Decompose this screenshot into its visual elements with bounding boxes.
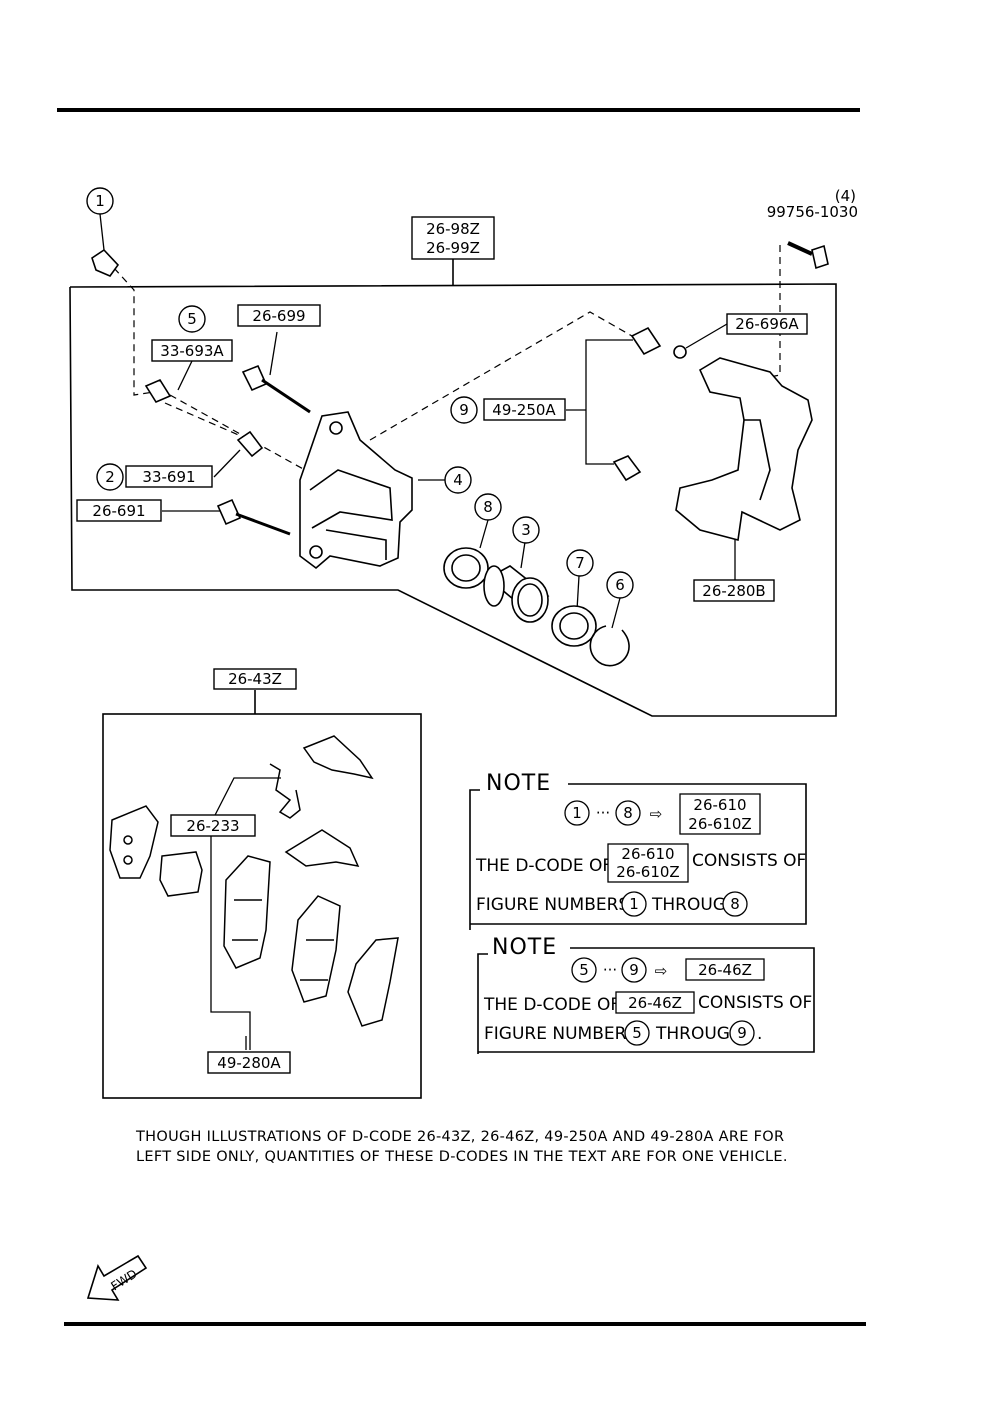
pad-kit-outline — [102, 713, 422, 1099]
note-box-2: NOTE 5 ··· 9 ⇨ 26-46Z THE D-CODE OF 26-4… — [477, 935, 815, 1054]
pad-clip-top — [302, 735, 374, 780]
note2-from: 5 — [579, 961, 589, 979]
bracket-boot-lower — [612, 455, 642, 482]
note2-line2-mid: THROUGH — [655, 1024, 743, 1044]
label-26-233: 26-233 — [186, 817, 239, 835]
label-26-280B: 26-280B — [702, 582, 765, 600]
note1-code-2: 26-610Z — [688, 815, 751, 833]
label-49-250A: 49-250A — [492, 401, 556, 419]
note1-inline-code-2: 26-610Z — [616, 863, 679, 881]
note1-code-1: 26-610 — [693, 796, 746, 814]
dashed-bolt-line — [764, 245, 781, 379]
bleeder-cap — [91, 248, 120, 277]
note1-dots: ··· — [596, 804, 610, 822]
figure-number-7: 7 — [575, 554, 585, 572]
figure-number-2: 2 — [105, 468, 115, 486]
pad-clip-middle — [284, 829, 360, 867]
label-33-693A: 33-693A — [160, 342, 224, 360]
note1-line2-to: 8 — [730, 895, 740, 913]
bracket-boot-upper — [630, 326, 662, 356]
note2-title: NOTE — [492, 935, 557, 960]
assembly-code-1: 26-98Z — [426, 220, 480, 238]
note2-dots: ··· — [603, 961, 617, 979]
note2-line2-end: . — [757, 1024, 762, 1044]
note2-line1-pre: THE D-CODE OF — [483, 995, 620, 1015]
pad-shim-outer — [347, 937, 399, 1027]
note2-inline-code: 26-46Z — [628, 994, 682, 1012]
bolt-quantity: (4) — [835, 187, 856, 205]
caliper-body — [299, 411, 413, 570]
label-26-43Z: 26-43Z — [228, 670, 282, 688]
caliper-assembly-outline — [69, 283, 837, 717]
guide-pin-lower — [216, 498, 242, 526]
note2-code: 26-46Z — [698, 961, 752, 979]
note2-to: 9 — [629, 961, 639, 979]
note1-line1-pre: THE D-CODE OF — [475, 856, 612, 876]
dashed-bleeder-line — [113, 267, 155, 396]
note1-line1-post: CONSISTS OF — [692, 851, 806, 871]
pad-backing-small — [159, 851, 203, 897]
figure-number-8: 8 — [483, 498, 493, 516]
brake-pad-inner — [223, 855, 271, 969]
pad-spring — [269, 763, 301, 819]
label-33-691: 33-691 — [142, 468, 195, 486]
note2-line1-post: CONSISTS OF — [698, 993, 812, 1013]
brake-pad-outer — [291, 895, 341, 1003]
note2-line2-from: 5 — [632, 1024, 642, 1042]
note-box-1: NOTE 1 ··· 8 ⇨ 26-610 26-610Z THE D-CODE… — [469, 771, 807, 930]
bleeder-screw — [144, 378, 172, 404]
figure-number-6: 6 — [615, 576, 625, 594]
note1-from: 1 — [572, 804, 582, 822]
label-49-280A: 49-280A — [217, 1054, 281, 1072]
bushing — [673, 345, 687, 359]
footnote-line-1: THOUGH ILLUSTRATIONS OF D-CODE 26-43Z, 2… — [135, 1129, 784, 1145]
note1-line2-from: 1 — [629, 895, 639, 913]
note1-line2-mid: THROUGH — [651, 895, 739, 915]
caliper-bracket — [675, 357, 813, 542]
note1-arrow: ⇨ — [650, 805, 663, 823]
note2-line2-pre: FIGURE NUMBERS — [484, 1024, 637, 1044]
note1-inline-code-1: 26-610 — [621, 845, 674, 863]
figure-number-9: 9 — [459, 401, 469, 419]
retaining-ring — [589, 625, 630, 667]
pin-boot — [236, 430, 264, 458]
note1-to: 8 — [623, 804, 633, 822]
bolt-code: 99756-1030 — [767, 203, 858, 221]
figure-number-4: 4 — [453, 471, 463, 489]
forward-arrow-icon: FWD — [86, 1254, 148, 1301]
footnote-line-2: LEFT SIDE ONLY, QUANTITIES OF THESE D-CO… — [136, 1149, 788, 1165]
dashed-bracket-line — [369, 311, 633, 441]
note1-title: NOTE — [486, 771, 551, 796]
pad-shim — [109, 805, 159, 879]
figure-number-3: 3 — [521, 521, 531, 539]
guide-pin-upper — [241, 364, 268, 392]
label-26-696A: 26-696A — [735, 315, 799, 333]
figure-number-1: 1 — [95, 192, 105, 210]
figure-number-5: 5 — [187, 310, 197, 328]
note1-line2-pre: FIGURE NUMBERS — [476, 895, 629, 915]
note2-arrow: ⇨ — [655, 962, 668, 980]
label-26-699: 26-699 — [252, 307, 305, 325]
label-26-691: 26-691 — [92, 502, 145, 520]
mounting-bolt — [811, 244, 829, 270]
assembly-code-2: 26-99Z — [426, 239, 480, 257]
note2-line2-to: 9 — [737, 1024, 747, 1042]
